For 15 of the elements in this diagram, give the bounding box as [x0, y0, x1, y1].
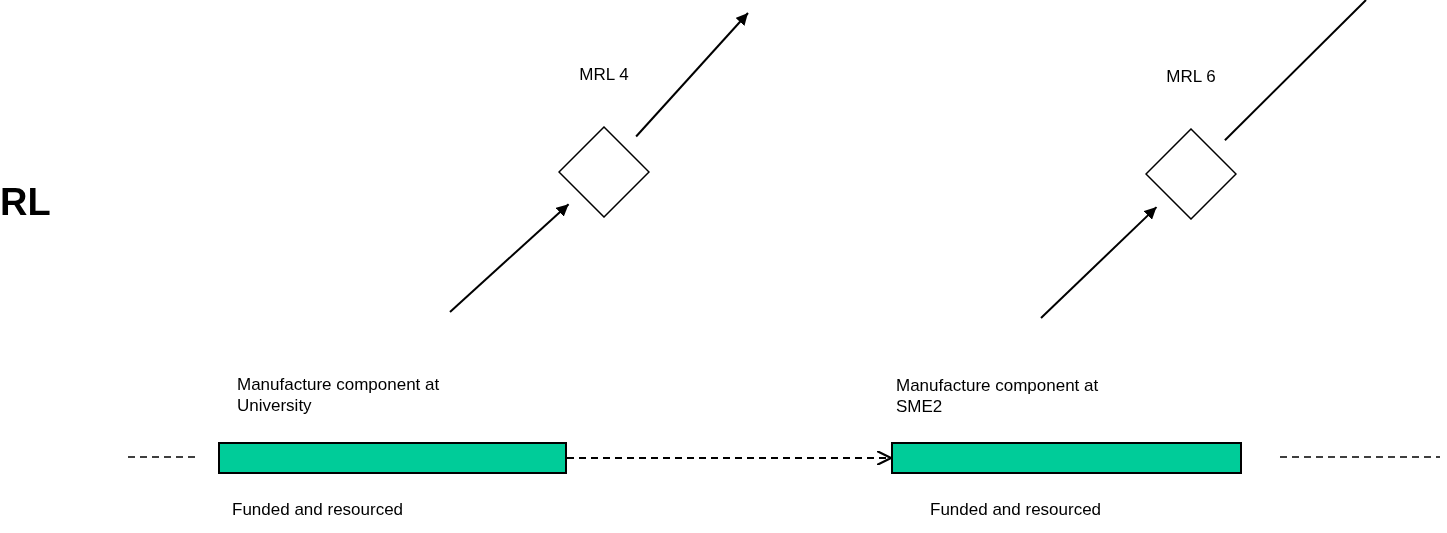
task-bar: [891, 442, 1242, 474]
bar-heading: Manufacture component at University: [237, 374, 441, 416]
diamond-label: MRL 4: [579, 64, 629, 85]
arrow: [635, 12, 749, 138]
task-bar: [218, 442, 567, 474]
decision-diamond: [1145, 128, 1237, 220]
bar-heading: Manufacture component at SME2: [896, 375, 1100, 417]
arrow: [566, 449, 893, 467]
title-text: RL: [0, 180, 51, 224]
decision-diamond: [558, 126, 650, 218]
arrow: [1040, 206, 1158, 319]
bar-caption: Funded and resourced: [232, 499, 404, 520]
arrow: [449, 203, 570, 313]
diamond-label: MRL 6: [1166, 66, 1216, 87]
bar-caption: Funded and resourced: [930, 499, 1102, 520]
